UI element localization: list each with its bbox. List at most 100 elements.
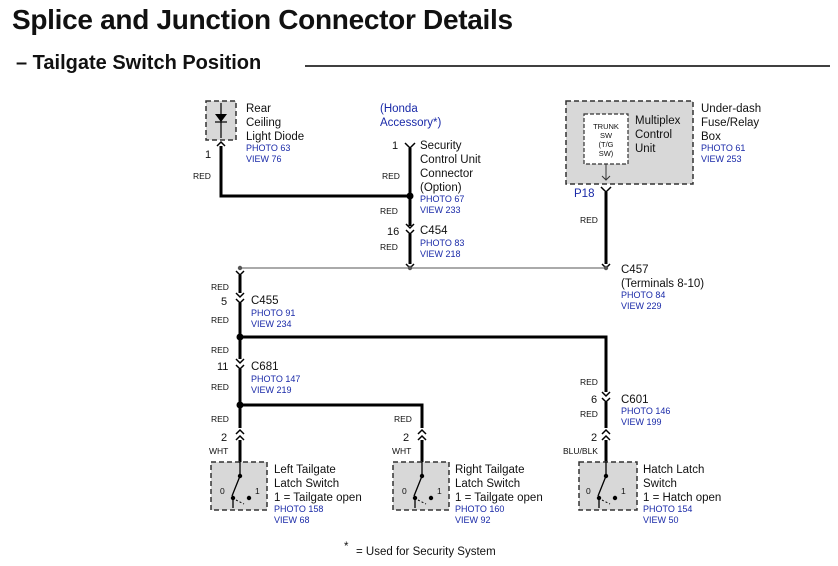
fuse-box-wire: RED xyxy=(580,215,598,225)
left-switch-photo: PHOTO 158 xyxy=(274,504,323,514)
diode-icon xyxy=(215,114,227,122)
rear-diode-pin: 1 xyxy=(205,149,211,161)
c455-name: C455 xyxy=(251,295,279,307)
security-name-1: Security xyxy=(420,140,462,152)
c454-connector: 16 C454 PHOTO 83 VIEW 218 RED xyxy=(380,223,464,259)
right-switch-wire-top: RED xyxy=(394,414,412,424)
left-latch-switch: RED 2 WHT 0 1 Left Tailgate Latch Switch… xyxy=(209,414,362,525)
multiplex-3: Unit xyxy=(635,143,656,155)
splice-dot xyxy=(406,192,414,200)
trunk-sw-1: TRUNK xyxy=(593,122,619,131)
hatch-switch-wire-bottom: BLU/BLK xyxy=(563,446,598,456)
c454-wire: RED xyxy=(380,242,398,252)
c457-name: C457 xyxy=(621,264,649,276)
security-wire-bottom: RED xyxy=(380,206,398,216)
left-switch-wire-top: RED xyxy=(211,414,229,424)
security-connector: (Honda Accessory*) 1 Security Control Un… xyxy=(380,103,482,216)
honda-accessory-2: Accessory*) xyxy=(380,117,442,129)
left-switch-box xyxy=(210,461,268,511)
right-switch-photo: PHOTO 160 xyxy=(455,504,504,514)
fuse-box-photo: PHOTO 61 xyxy=(701,143,745,153)
rear-diode-name-1: Rear xyxy=(246,103,271,115)
hatch-switch-pos0: 0 xyxy=(586,486,591,496)
fuse-box-pin: P18 xyxy=(574,188,594,200)
switch-blade-icon xyxy=(597,475,607,497)
hatch-switch-name-3: 1 = Hatch open xyxy=(643,492,721,504)
left-switch-view: VIEW 68 xyxy=(274,515,310,525)
c601-pin: 6 xyxy=(591,394,597,406)
right-switch-pin: 2 xyxy=(403,432,409,444)
switch-blade-icon xyxy=(413,475,423,497)
footnote: * = Used for Security System xyxy=(344,541,496,558)
c454-name: C454 xyxy=(420,225,448,237)
diode-wire xyxy=(219,146,410,198)
left-switch-pin: 2 xyxy=(221,432,227,444)
left-switch-name-2: Latch Switch xyxy=(274,478,339,490)
right-switch-pos1: 1 xyxy=(437,486,442,496)
hatch-switch-pin: 2 xyxy=(591,432,597,444)
hatch-switch-view: VIEW 50 xyxy=(643,515,679,525)
c457-photo: PHOTO 84 xyxy=(621,290,665,300)
fuse-box-view: VIEW 253 xyxy=(701,154,742,164)
c455-wire-bottom: RED xyxy=(211,315,229,325)
hatch-latch-switch: 2 BLU/BLK 0 1 Hatch Latch Switch 1 = Hat… xyxy=(563,429,721,525)
c455-view: VIEW 234 xyxy=(251,319,292,329)
security-name-2: Control Unit xyxy=(420,154,482,166)
c457-terminals: (Terminals 8-10) xyxy=(621,278,704,290)
switch-blade-icon xyxy=(231,475,241,497)
c454-pin: 16 xyxy=(387,226,399,238)
trunk-sw-2: SW xyxy=(600,131,613,140)
c681-name: C681 xyxy=(251,361,279,373)
security-wire-top: RED xyxy=(382,171,400,181)
fuse-box-name-1: Under-dash xyxy=(701,103,761,115)
c681-photo: PHOTO 147 xyxy=(251,374,300,384)
rear-diode-view: VIEW 76 xyxy=(246,154,282,164)
c601-wire-top: RED xyxy=(580,377,598,387)
c601-view: VIEW 199 xyxy=(621,417,662,427)
left-switch-pos1: 1 xyxy=(255,486,260,496)
c455-pin: 5 xyxy=(221,296,227,308)
security-name-3: Connector xyxy=(420,168,473,180)
right-switch-wire-bottom: WHT xyxy=(392,446,411,456)
fuse-box-name-2: Fuse/Relay xyxy=(701,117,759,129)
c454-view: VIEW 218 xyxy=(420,249,461,259)
hatch-switch-box xyxy=(578,461,638,511)
c681-connector: RED 11 C681 PHOTO 147 VIEW 219 RED xyxy=(211,345,300,395)
multiplex-2: Control xyxy=(635,129,672,141)
right-switch-name-2: Latch Switch xyxy=(455,478,520,490)
c681-view: VIEW 219 xyxy=(251,385,292,395)
footnote-text: = Used for Security System xyxy=(356,546,496,558)
security-name-4: (Option) xyxy=(420,182,462,194)
fuse-relay-box: TRUNK SW (T/G SW) Multiplex Control Unit… xyxy=(565,100,761,225)
c455-photo: PHOTO 91 xyxy=(251,308,295,318)
rear-diode-name-3: Light Diode xyxy=(246,131,304,143)
security-pin: 1 xyxy=(392,140,398,152)
security-photo: PHOTO 67 xyxy=(420,194,464,204)
hatch-switch-photo: PHOTO 154 xyxy=(643,504,692,514)
left-switch-name-3: 1 = Tailgate open xyxy=(274,492,362,504)
multiplex-switch-box xyxy=(583,113,629,165)
trunk-sw-3: (T/G xyxy=(599,140,614,149)
c601-wire-bottom: RED xyxy=(580,409,598,419)
right-switch-box xyxy=(392,461,450,511)
honda-accessory-1: (Honda xyxy=(380,103,418,115)
page-title: Splice and Junction Connector Details xyxy=(12,4,513,35)
multiplex-1: Multiplex xyxy=(635,115,681,127)
right-switch-name-3: 1 = Tailgate open xyxy=(455,492,543,504)
left-switch-wire-bottom: WHT xyxy=(209,446,228,456)
c455-wire-top: RED xyxy=(211,282,229,292)
rear-diode-photo: PHOTO 63 xyxy=(246,143,290,153)
left-switch-name-1: Left Tailgate xyxy=(274,464,336,476)
right-switch-name-1: Right Tailgate xyxy=(455,464,524,476)
c601-photo: PHOTO 146 xyxy=(621,406,670,416)
right-switch-feed-wire xyxy=(240,403,424,428)
c681-wire-top: RED xyxy=(211,345,229,355)
right-switch-pos0: 0 xyxy=(402,486,407,496)
hatch-switch-name-1: Hatch Latch xyxy=(643,464,704,476)
rear-diode-wire: RED xyxy=(193,171,211,181)
left-switch-pos0: 0 xyxy=(220,486,225,496)
hatch-feed-wire xyxy=(240,335,608,392)
hatch-switch-name-2: Switch xyxy=(643,478,677,490)
rear-diode-name-2: Ceiling xyxy=(246,117,281,129)
